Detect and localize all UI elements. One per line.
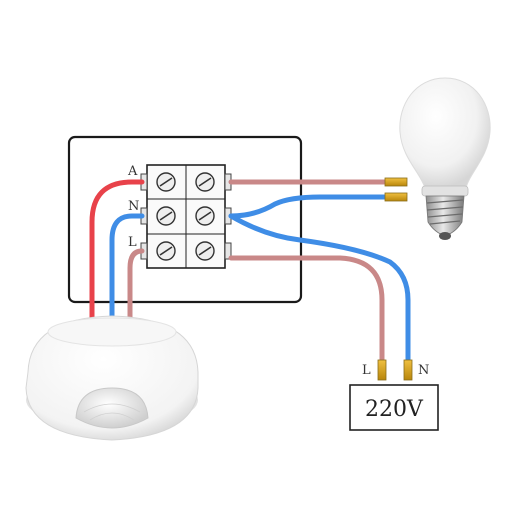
lamp-wire-n-blue — [228, 194, 388, 219]
sensor-wire-l-brown — [127, 248, 145, 323]
led-bulb-icon — [399, 77, 491, 240]
sensor-wire-a-red — [89, 179, 145, 323]
terminal-block-icon — [140, 164, 232, 269]
terminal-label-n: N — [128, 199, 139, 214]
mains-wire-n-blue — [228, 213, 411, 365]
motion-sensor-icon — [25, 315, 199, 441]
lamp-connector-pins — [384, 177, 408, 202]
mains-label-l: L — [362, 363, 371, 378]
mains-pins — [377, 359, 413, 381]
voltage-label: 220V — [365, 397, 424, 422]
voltage-box — [349, 384, 439, 431]
mains-wire-l-brown — [228, 255, 385, 365]
sensor-wire-n-blue — [109, 213, 145, 323]
mains-label-n: N — [418, 363, 429, 378]
terminal-label-l: L — [128, 235, 137, 250]
terminal-label-a: A — [127, 164, 138, 179]
